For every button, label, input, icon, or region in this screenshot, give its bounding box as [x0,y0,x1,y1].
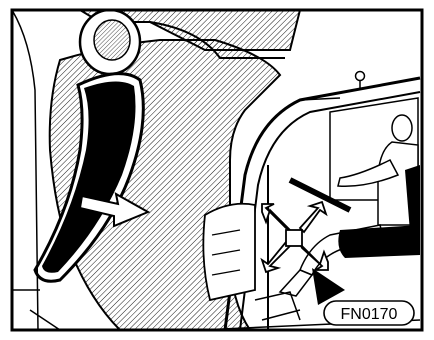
belt-anchor-bolt [94,20,130,60]
operator-seat [338,225,420,258]
figure-code-badge: FN0170 [324,301,414,325]
operator-head [392,115,412,141]
roof-light-icon [356,72,365,81]
figure-code: FN0170 [341,306,398,323]
